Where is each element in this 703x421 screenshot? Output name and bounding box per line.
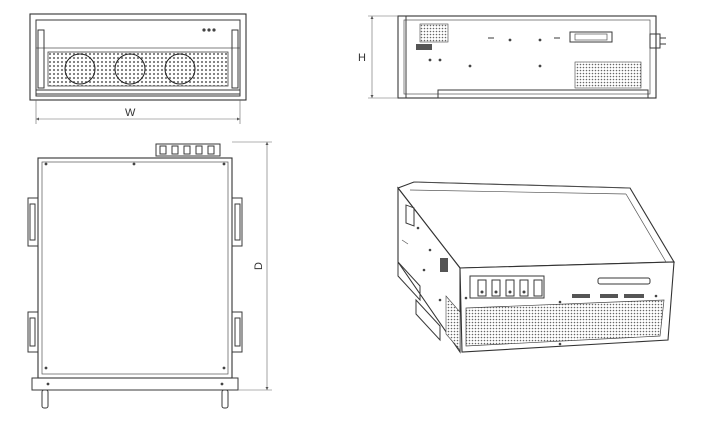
isometric-view bbox=[397, 181, 675, 354]
height-label: H bbox=[358, 52, 366, 64]
depth-label: D bbox=[253, 262, 265, 270]
top-view: D bbox=[27, 141, 272, 409]
side-view: H bbox=[358, 15, 666, 99]
width-label: W bbox=[125, 107, 136, 119]
front-view: W bbox=[29, 13, 247, 124]
